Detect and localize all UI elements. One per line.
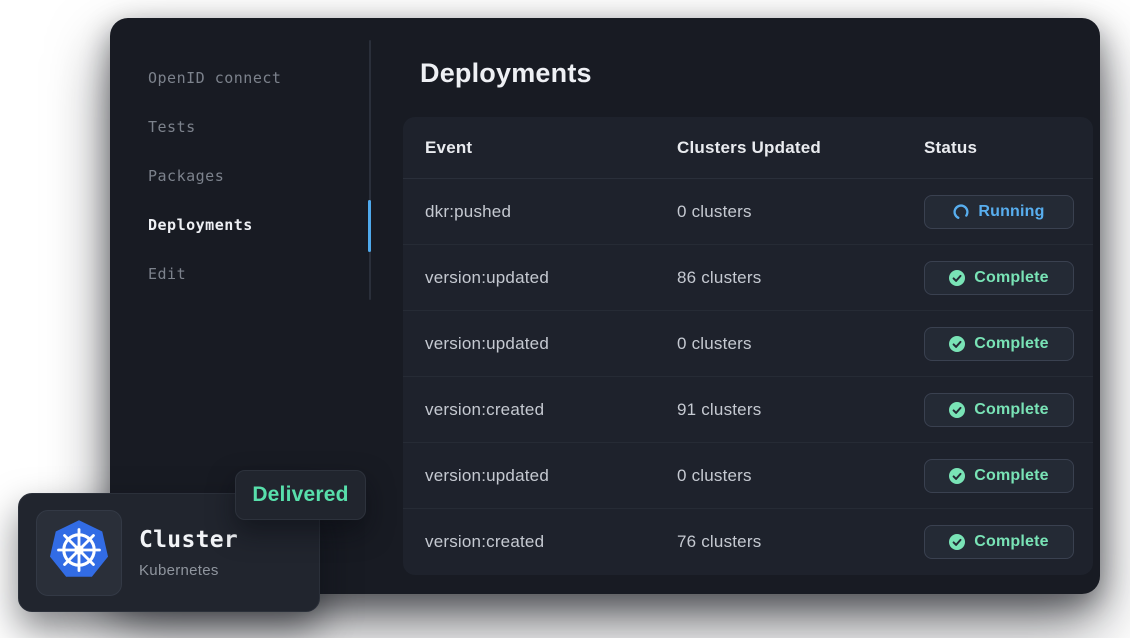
delivered-chip: Delivered: [235, 470, 366, 520]
event-cell: version:created: [425, 399, 545, 419]
sidebar-item-tests[interactable]: Tests: [148, 116, 358, 138]
column-header-event: Event: [425, 137, 473, 157]
clusters-cell: 0 clusters: [677, 333, 752, 353]
sidebar-item-packages[interactable]: Packages: [148, 165, 358, 187]
status-badge: Complete: [924, 392, 1074, 427]
kubernetes-icon: [48, 519, 110, 586]
kubernetes-tile: [36, 509, 122, 596]
table-body: dkr:pushed 0 clusters Running version:up…: [403, 179, 1093, 575]
status-badge: Complete: [924, 525, 1074, 559]
clusters-cell: 0 clusters: [677, 201, 752, 221]
clusters-cell: 76 clusters: [677, 532, 762, 551]
event-cell: dkr:pushed: [425, 201, 512, 221]
cluster-card-title: Cluster: [139, 526, 239, 553]
status-label: Running: [978, 202, 1045, 220]
table-row[interactable]: version:updated 86 clusters Complete: [403, 245, 1093, 311]
sidebar-item-openid-connect[interactable]: OpenID connect: [148, 67, 358, 89]
check-circle-icon: [949, 335, 966, 352]
event-cell: version:updated: [425, 333, 549, 353]
delivered-chip-label: Delivered: [252, 483, 349, 506]
sidebar-nav: OpenID connect Tests Packages Deployment…: [148, 67, 358, 312]
table-row[interactable]: version:updated 0 clusters Complete: [403, 311, 1093, 377]
status-label: Complete: [974, 334, 1049, 352]
sidebar-item-deployments[interactable]: Deployments: [148, 214, 358, 236]
status-badge: Running: [924, 194, 1074, 229]
check-circle-icon: [949, 467, 966, 484]
event-cell: version:updated: [425, 267, 549, 287]
spinner-icon: [953, 203, 969, 220]
table-row[interactable]: version:updated 0 clusters Complete: [403, 443, 1093, 509]
event-cell: version:updated: [425, 465, 549, 485]
sidebar-item-edit[interactable]: Edit: [148, 263, 358, 285]
sidebar-item-label: Tests: [148, 118, 196, 136]
cluster-card-meta: Cluster Kubernetes: [139, 527, 238, 579]
deployments-table: Event Clusters Updated Status dkr:pushed…: [403, 117, 1093, 575]
status-label: Complete: [974, 268, 1049, 286]
status-label: Complete: [974, 533, 1049, 550]
check-circle-icon: [949, 269, 966, 286]
table-header-row: Event Clusters Updated Status: [403, 117, 1093, 179]
sidebar-item-label: Edit: [148, 265, 187, 283]
check-circle-icon: [949, 401, 966, 418]
table-row[interactable]: dkr:pushed 0 clusters Running: [403, 179, 1093, 245]
table-row[interactable]: version:created 76 clusters Complete: [403, 509, 1093, 575]
sidebar-item-label: Packages: [148, 167, 225, 185]
column-header-clusters: Clusters Updated: [677, 137, 821, 157]
sidebar-item-label: Deployments: [148, 216, 253, 234]
check-circle-icon: [949, 534, 966, 550]
clusters-cell: 0 clusters: [677, 465, 752, 485]
page-title: Deployments: [420, 58, 592, 88]
active-item-indicator: [368, 200, 371, 252]
status-label: Complete: [974, 466, 1049, 484]
clusters-cell: 86 clusters: [677, 267, 762, 287]
status-label: Complete: [974, 400, 1049, 418]
clusters-cell: 91 clusters: [677, 399, 762, 419]
sidebar-item-label: OpenID connect: [148, 69, 282, 87]
event-cell: version:created: [425, 532, 545, 551]
status-badge: Complete: [924, 458, 1074, 493]
column-header-status: Status: [924, 137, 978, 157]
sidebar-divider: [369, 40, 371, 300]
status-badge: Complete: [924, 326, 1074, 361]
status-badge: Complete: [924, 260, 1074, 295]
cluster-card-subtitle: Kubernetes: [139, 561, 219, 579]
table-row[interactable]: version:created 91 clusters Complete: [403, 377, 1093, 443]
